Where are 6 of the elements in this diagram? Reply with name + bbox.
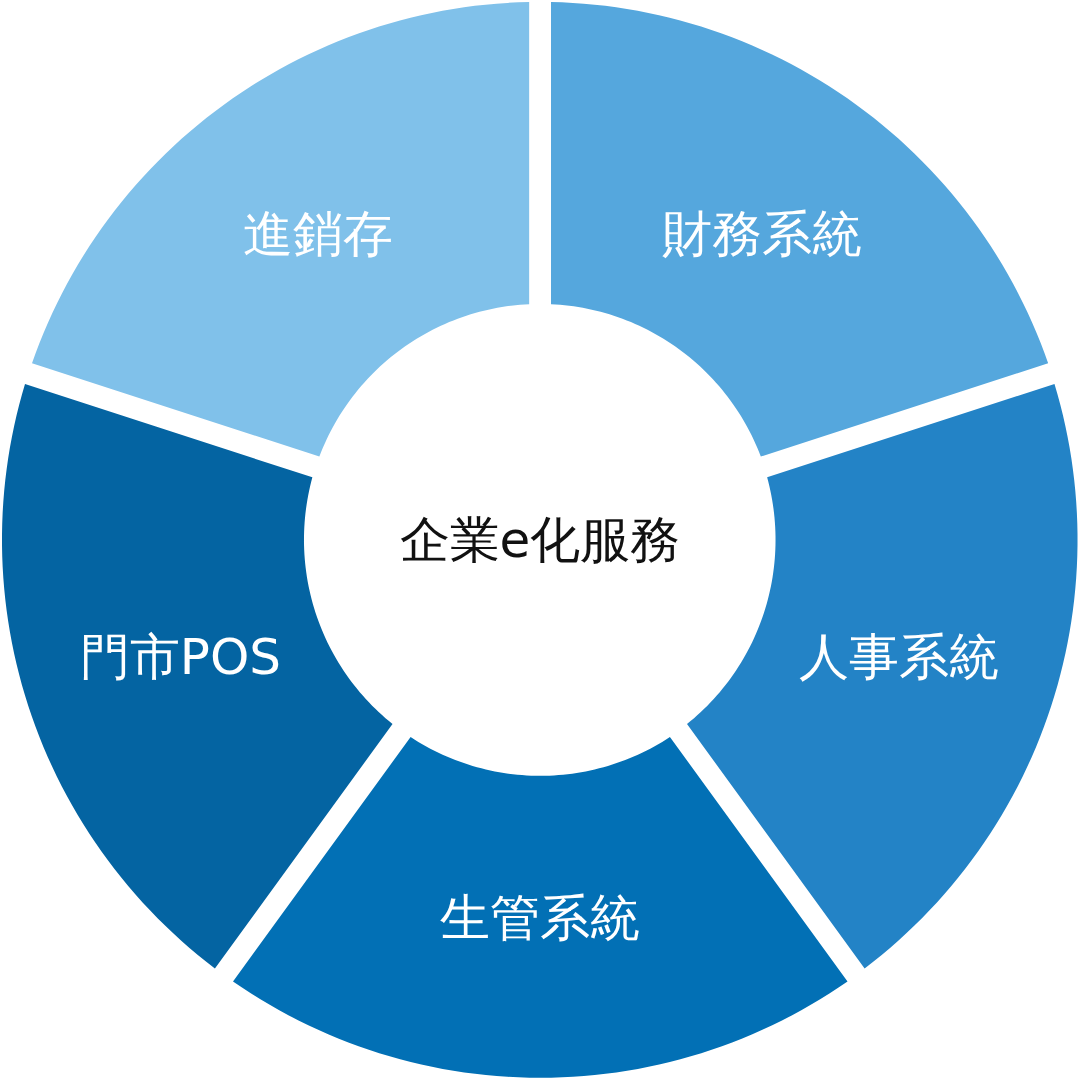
segment-label: 財務系統 [662, 206, 863, 262]
segment-label: 門市POS [79, 629, 282, 685]
segment-label: 進銷存 [242, 206, 393, 262]
segment-label: 生管系統 [440, 890, 640, 946]
segment-label: 人事系統 [799, 629, 1000, 685]
center-label: 企業e化服務 [399, 512, 681, 568]
